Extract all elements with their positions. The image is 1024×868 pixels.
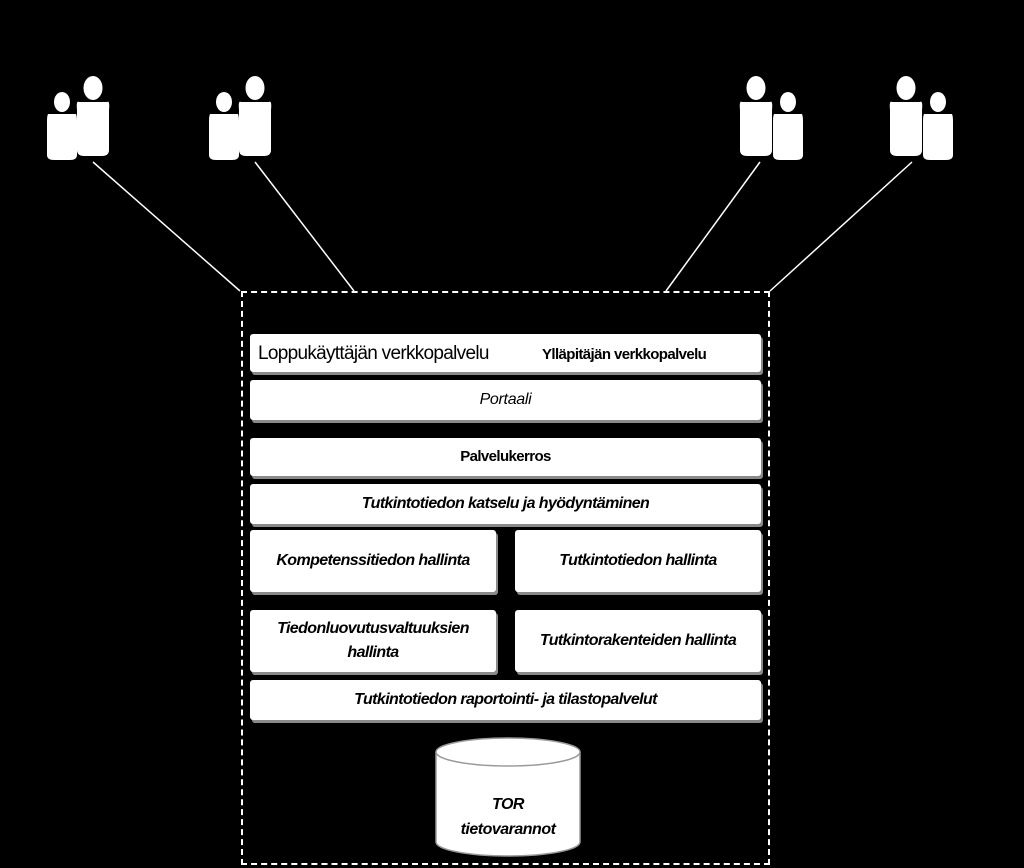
disclosure-box: Tiedonluovutusvaltuuksien hallinta	[250, 610, 496, 672]
service-layer-label: Palvelukerros	[460, 448, 551, 465]
structure-label: Tutkintorakenteiden hallinta	[539, 632, 737, 649]
system-boundary	[241, 291, 770, 865]
database-label-line1: TOR	[492, 796, 524, 813]
connector-line	[254, 161, 355, 292]
disclosure-label-line2: hallinta	[347, 644, 399, 661]
degree-info-label: Tutkintotiedon hallinta	[559, 552, 717, 569]
degree-info-box: Tutkintotiedon hallinta	[515, 530, 761, 592]
portal-box: Portaali	[250, 380, 761, 420]
reporting-label: Tutkintotiedon raportointi- ja tilastopa…	[354, 691, 657, 708]
database-label: TOR tietovarannot	[433, 792, 583, 842]
end-user-service-label: Loppukäyttäjän verkkopalvelu	[258, 343, 489, 364]
admin-service-label: Ylläpitäjän verkkopalvelu	[542, 346, 707, 363]
people-icon	[889, 76, 953, 160]
service-layer-box: Palvelukerros	[250, 438, 761, 476]
viewing-label: Tutkintotiedon katselu ja hyödyntäminen	[361, 495, 650, 512]
people-icon	[739, 76, 803, 160]
people-icon	[47, 76, 110, 160]
connector-line	[92, 161, 241, 292]
competence-label: Kompetenssitiedon hallinta	[276, 552, 470, 569]
people-icon	[209, 76, 272, 160]
structure-box: Tutkintorakenteiden hallinta	[515, 610, 761, 672]
web-services-box: Loppukäyttäjän verkkopalvelu Ylläpitäjän…	[250, 334, 761, 372]
viewing-box: Tutkintotiedon katselu ja hyödyntäminen	[250, 484, 761, 524]
database-label-line2: tietovarannot	[460, 821, 556, 838]
database-icon	[435, 737, 581, 857]
competence-box: Kompetenssitiedon hallinta	[250, 530, 496, 592]
connector-line	[769, 161, 913, 292]
reporting-box: Tutkintotiedon raportointi- ja tilastopa…	[250, 680, 761, 720]
connector-line	[665, 161, 761, 292]
portal-label: Portaali	[479, 391, 532, 408]
disclosure-label-line1: Tiedonluovutusvaltuuksien	[277, 620, 469, 637]
